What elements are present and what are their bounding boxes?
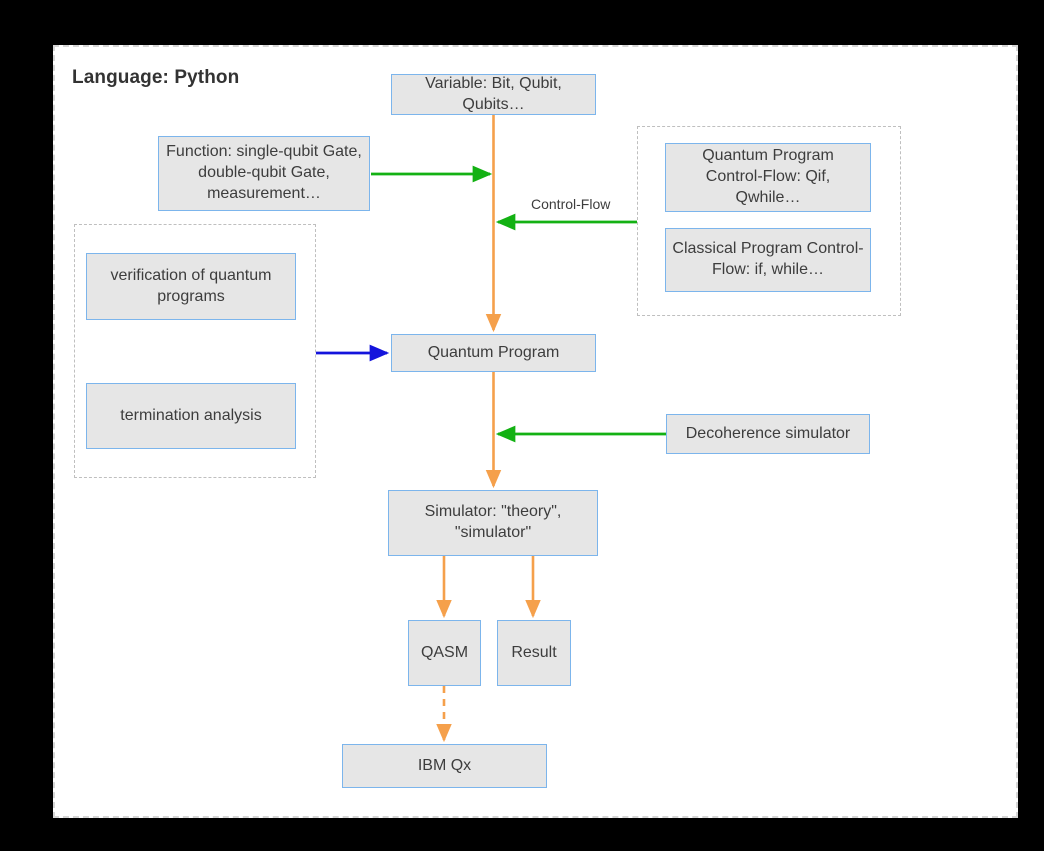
node-simulator[interactable]: Simulator: "theory", "simulator" [388, 490, 598, 556]
node-classical-program-control-flow[interactable]: Classical Program Control-Flow: if, whil… [665, 228, 871, 292]
node-decoherence-simulator[interactable]: Decoherence simulator [666, 414, 870, 454]
node-ibm-qx[interactable]: IBM Qx [342, 744, 547, 788]
node-qasm[interactable]: QASM [408, 620, 481, 686]
analysis-group-frame [74, 224, 316, 478]
control-flow-group-frame [637, 126, 901, 316]
node-quantum-program[interactable]: Quantum Program [391, 334, 596, 372]
node-quantum-program-control-flow[interactable]: Quantum Program Control-Flow: Qif, Qwhil… [665, 143, 871, 212]
edge-label-control-flow: Control-Flow [531, 196, 611, 212]
node-result[interactable]: Result [497, 620, 571, 686]
node-variable[interactable]: Variable: Bit, Qubit, Qubits… [391, 74, 596, 115]
node-termination-analysis[interactable]: termination analysis [86, 383, 296, 449]
page-title: Language: Python [72, 67, 240, 88]
node-verification-of-quantum-programs[interactable]: verification of quantum programs [86, 253, 296, 320]
node-function[interactable]: Function: single-qubit Gate, double-qubi… [158, 136, 370, 211]
